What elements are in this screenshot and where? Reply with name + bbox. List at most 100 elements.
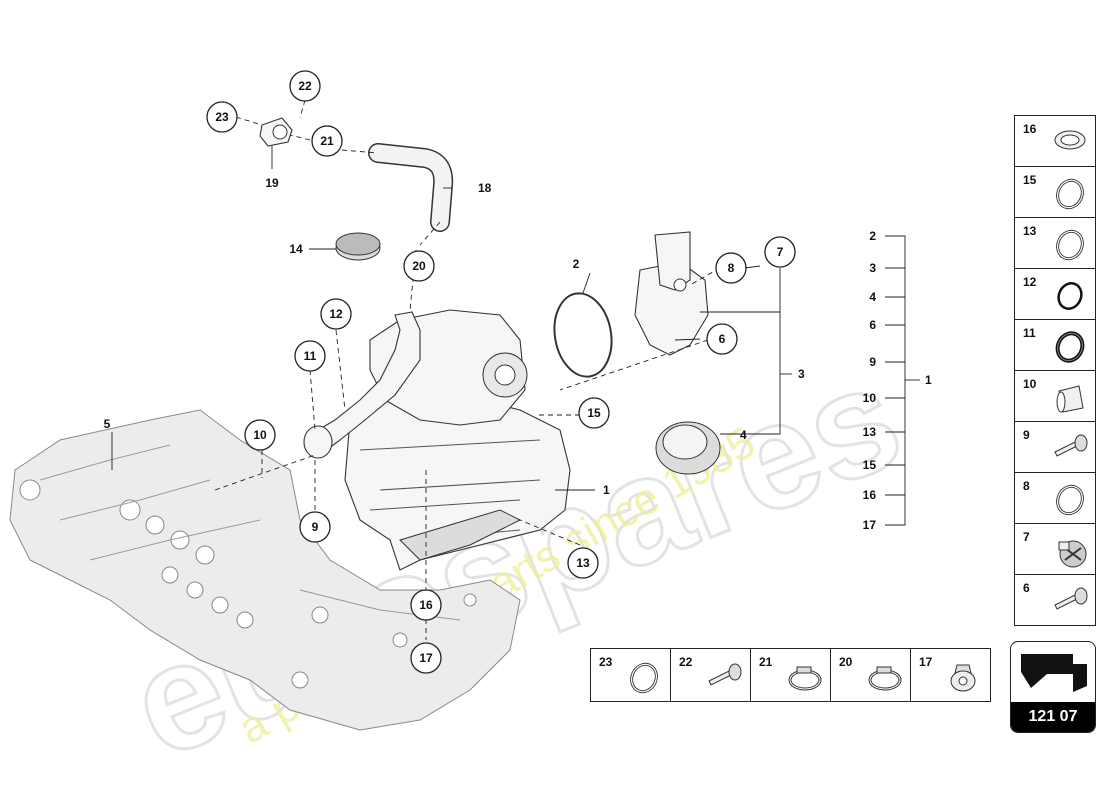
legend-item-10[interactable]: 10	[1014, 370, 1096, 422]
legend-item-13[interactable]: 13	[1014, 217, 1096, 269]
bracket-item: 17	[863, 518, 877, 532]
arrow-icon	[1021, 654, 1087, 692]
legend-number: 16	[1023, 122, 1037, 136]
callout-16[interactable]: 16	[410, 589, 442, 621]
sleeve-icon	[1051, 381, 1089, 420]
svg-text:21: 21	[320, 134, 334, 148]
legend-item-9[interactable]: 9	[1014, 421, 1096, 473]
bracket-item: 9	[869, 355, 876, 369]
thick-ring-icon	[1051, 330, 1089, 369]
label-1-pump: 1	[603, 483, 610, 497]
bracket-item: 2	[869, 229, 876, 243]
legend-item-12[interactable]: 12	[1014, 268, 1096, 320]
o-ring-drawing	[553, 292, 613, 378]
cap-icon	[1051, 534, 1091, 579]
svg-text:11: 11	[304, 349, 317, 363]
svg-text:7: 7	[777, 245, 784, 259]
bracket-item: 13	[863, 425, 877, 439]
bracket-item: 10	[863, 391, 877, 405]
legend-item-15[interactable]: 15	[1014, 166, 1096, 218]
o-ring-icon	[1051, 483, 1089, 522]
svg-text:22: 22	[298, 79, 312, 93]
label-5: 5	[104, 417, 111, 431]
reference-code: 121 07	[1011, 702, 1095, 732]
legend-number: 12	[1023, 275, 1037, 289]
legend-number: 11	[1023, 326, 1036, 340]
callout-21[interactable]: 21	[311, 125, 343, 157]
bracket-list: 2 3 4 6 9 10 13 15 16 17 1	[863, 229, 932, 532]
legend-item-16[interactable]: 16	[1014, 115, 1096, 167]
bracket-target: 1	[925, 373, 932, 387]
legend-item-17[interactable]: 17	[910, 648, 991, 702]
hose-clamp-icon	[865, 661, 905, 700]
legend-item-7[interactable]: 7	[1014, 523, 1096, 575]
hose-clamp-icon	[785, 661, 825, 700]
svg-text:9: 9	[312, 520, 319, 534]
legend-number: 9	[1023, 428, 1030, 442]
label-3: 3	[798, 367, 805, 381]
bracket-item: 4	[869, 290, 876, 304]
svg-text:13: 13	[576, 556, 590, 570]
svg-text:20: 20	[412, 259, 426, 273]
callout-8[interactable]: 8	[715, 252, 747, 284]
legend-item-6[interactable]: 6	[1014, 574, 1096, 626]
strainer-drawing	[335, 232, 381, 261]
engine-block-drawing	[9, 409, 521, 731]
callout-6[interactable]: 6	[706, 323, 738, 355]
legend-item-20[interactable]: 20	[830, 648, 911, 702]
bolt-icon	[705, 661, 745, 696]
bolt-icon	[1051, 585, 1091, 620]
svg-text:15: 15	[587, 406, 601, 420]
svg-text:8: 8	[728, 261, 735, 275]
legend-item-8[interactable]: 8	[1014, 472, 1096, 524]
legend-number: 10	[1023, 377, 1037, 391]
legend-number: 13	[1023, 224, 1037, 238]
legend-number: 20	[839, 655, 853, 669]
callout-13[interactable]: 13	[567, 547, 599, 579]
legend-item-23[interactable]: 23	[590, 648, 671, 702]
o-ring-icon	[625, 661, 663, 700]
bracket-item: 15	[863, 458, 877, 472]
callout-20[interactable]: 20	[403, 250, 435, 282]
callout-7[interactable]: 7	[764, 236, 796, 268]
legend-item-11[interactable]: 11	[1014, 319, 1096, 371]
legend-number: 23	[599, 655, 613, 669]
page-reference-box: 121 07	[1010, 641, 1096, 733]
legend-number: 6	[1023, 581, 1030, 595]
svg-text:10: 10	[253, 428, 267, 442]
callout-15[interactable]: 15	[578, 397, 610, 429]
svg-text:6: 6	[719, 332, 726, 346]
pump-housing-drawing	[303, 309, 571, 571]
legend-item-21[interactable]: 21	[750, 648, 831, 702]
callout-22[interactable]: 22	[289, 70, 321, 102]
pump-cover-drawing	[634, 231, 709, 356]
label-14: 14	[289, 242, 303, 256]
plug-icon	[945, 661, 981, 700]
bracket-item: 3	[869, 261, 876, 275]
thermostat-drawing	[655, 421, 721, 475]
callout-23[interactable]: 23	[206, 101, 238, 133]
callout-12[interactable]: 12	[320, 298, 352, 330]
o-ring-icon	[1051, 177, 1089, 216]
bracket-item: 6	[869, 318, 876, 332]
label-19: 19	[265, 176, 279, 190]
label-18: 18	[478, 181, 492, 195]
label-2: 2	[573, 257, 580, 271]
callout-17[interactable]: 17	[410, 642, 442, 674]
svg-text:17: 17	[419, 651, 433, 665]
ring-seal-icon	[1051, 126, 1089, 159]
thin-ring-icon	[1051, 279, 1089, 318]
legend-number: 22	[679, 655, 693, 669]
bracket-item: 16	[863, 488, 877, 502]
callout-10[interactable]: 10	[244, 419, 276, 451]
legend-number: 7	[1023, 530, 1030, 544]
legend-item-22[interactable]: 22	[670, 648, 751, 702]
bolt-icon	[1051, 432, 1091, 467]
svg-text:12: 12	[329, 307, 343, 321]
svg-text:23: 23	[215, 110, 229, 124]
legend-number: 21	[759, 655, 773, 669]
o-ring-icon	[1051, 228, 1089, 267]
callout-11[interactable]: 11	[294, 340, 326, 372]
callout-9[interactable]: 9	[299, 511, 331, 543]
svg-text:16: 16	[419, 598, 433, 612]
